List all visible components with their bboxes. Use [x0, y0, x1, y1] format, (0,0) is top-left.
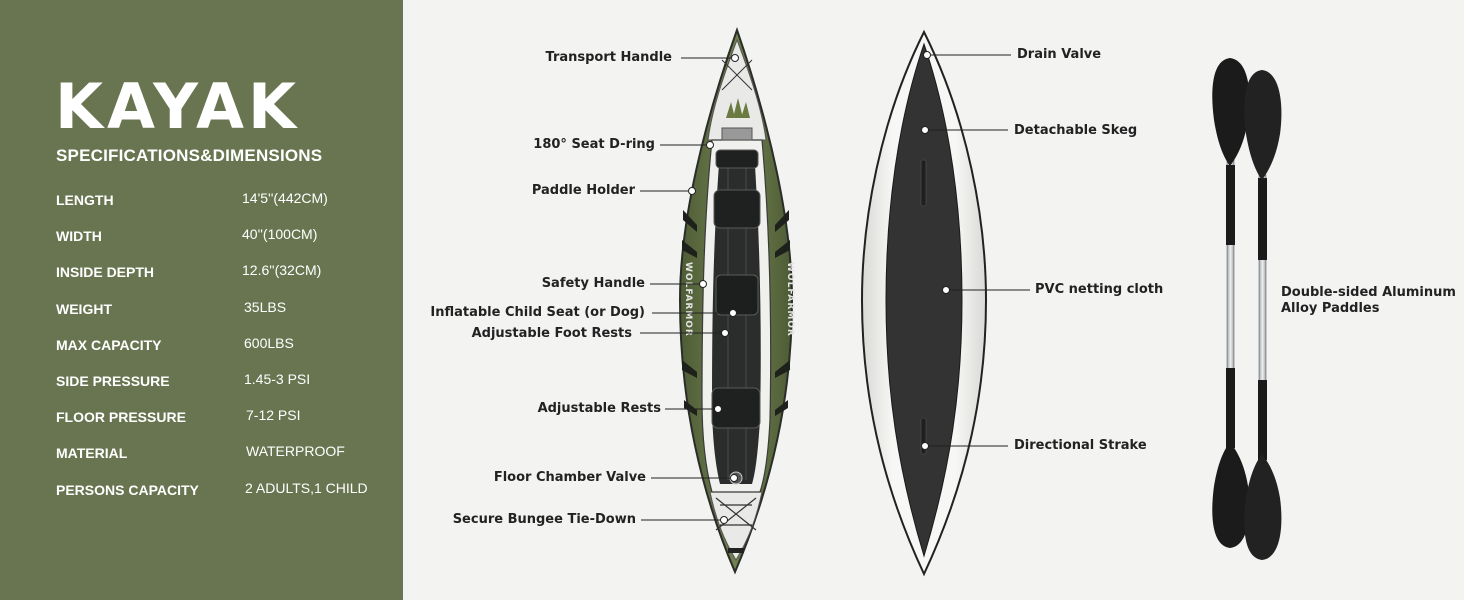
spec-label: LENGTH: [56, 192, 114, 208]
callout-directional-strake: Directional Strake: [1014, 438, 1147, 453]
logo-mark: [726, 98, 750, 118]
callout-pvc-netting: PVC netting cloth: [1035, 282, 1164, 297]
spec-value: 14'5''(442CM): [242, 190, 328, 206]
kayak-top-view: WOLFARMOR WOLFARMOR: [678, 26, 795, 575]
callout-seat-d-ring: 180° Seat D-ring: [533, 137, 655, 152]
paddle-left: [1212, 58, 1250, 548]
shaft-grip-bottom: [1226, 368, 1235, 448]
callout-paddles-line1: Double-sided Aluminum: [1281, 285, 1456, 300]
spec-value: WATERPROOF: [246, 443, 345, 459]
spec-row-inside-depth: INSIDE DEPTH 12.6''(32CM): [56, 262, 386, 284]
callout-paddle-holder: Paddle Holder: [531, 183, 635, 198]
shaft-grip-top: [1226, 165, 1235, 245]
hull-logo-left: WOLFARMOR: [683, 262, 693, 337]
spec-row-weight: WEIGHT 35LBS: [56, 299, 386, 321]
spec-row-material: MATERIAL WATERPROOF: [56, 443, 386, 465]
spec-row-length: LENGTH 14'5''(442CM): [56, 190, 386, 212]
spec-value: 35LBS: [244, 299, 287, 315]
spec-label: WEIGHT: [56, 301, 112, 317]
paddle-right: [1244, 70, 1282, 560]
front-seat: [713, 189, 761, 229]
paddle-blade-bottom: [1212, 442, 1250, 548]
callout-bungee-tie-down: Secure Bungee Tie-Down: [452, 512, 636, 527]
callout-transport-handle: Transport Handle: [545, 50, 673, 65]
callout-detachable-skeg: Detachable Skeg: [1014, 123, 1138, 138]
rear-seat: [711, 387, 761, 429]
kayak-bottom-view: [860, 29, 988, 577]
front-seat-back: [715, 149, 759, 169]
callout-drain-valve: Drain Valve: [1017, 47, 1102, 62]
spec-row-persons-capacity: PERSONS CAPACITY 2 ADULTS,1 CHILD: [56, 480, 386, 502]
spec-row-width: WIDTH 40''(100CM): [56, 226, 386, 248]
callout-child-seat: Inflatable Child Seat (or Dog): [430, 305, 645, 320]
seat-grid-top: [721, 127, 753, 141]
spec-row-max-capacity: MAX CAPACITY 600LBS: [56, 335, 386, 357]
spec-value: 1.45-3 PSI: [244, 371, 311, 387]
bottom-view-leaders: [921, 51, 1030, 450]
callout-foot-rests: Adjustable Foot Rests: [471, 326, 632, 341]
top-view-leaders: [640, 54, 739, 524]
spec-label: FLOOR PRESSURE: [56, 409, 186, 425]
shaft-grip-bottom: [1258, 380, 1267, 460]
hull-logo-right: WOLFARMOR: [785, 262, 795, 337]
callout-floor-chamber-valve: Floor Chamber Valve: [493, 470, 646, 485]
spec-label: SIDE PRESSURE: [56, 373, 170, 389]
spec-label: MATERIAL: [56, 445, 128, 461]
callout-safety-handle: Safety Handle: [541, 276, 645, 291]
page-title: KAYAK: [55, 70, 301, 143]
skeg-slot: [920, 159, 927, 207]
bungee-cords: [715, 497, 757, 531]
spec-panel: KAYAK SPECIFICATIONS&DIMENSIONS LENGTH 1…: [0, 0, 403, 600]
spec-row-side-pressure: SIDE PRESSURE 1.45-3 PSI: [56, 371, 386, 393]
spec-value: 600LBS: [244, 335, 294, 351]
stern-handle: [728, 548, 744, 553]
spec-value: 2 ADULTS,1 CHILD: [245, 480, 368, 496]
spec-label: INSIDE DEPTH: [56, 264, 155, 280]
tube-stripes: [682, 210, 790, 416]
bungee-cords-bow: [721, 59, 753, 91]
callout-paddles-line2: Alloy Paddles: [1281, 301, 1380, 316]
spec-value: 12.6''(32CM): [242, 262, 322, 278]
spec-value: 7-12 PSI: [246, 407, 301, 423]
paddle-blade-bottom: [1244, 454, 1282, 560]
paddle-blade-top: [1212, 58, 1250, 166]
spec-label: MAX CAPACITY: [56, 337, 162, 353]
paddle-blade-top: [1244, 70, 1282, 180]
callout-adjustable-rests: Adjustable Rests: [537, 401, 661, 416]
spec-row-floor-pressure: FLOOR PRESSURE 7-12 PSI: [56, 407, 386, 429]
spec-label: WIDTH: [56, 228, 102, 244]
shaft-grip-top: [1258, 178, 1267, 260]
child-seat: [715, 274, 759, 316]
spec-label: PERSONS CAPACITY: [56, 482, 199, 498]
stern-deck: [709, 491, 763, 561]
hull-dark-bottom: [885, 42, 963, 558]
spec-value: 40''(100CM): [242, 226, 318, 242]
spec-subtitle: SPECIFICATIONS&DIMENSIONS: [56, 146, 323, 165]
